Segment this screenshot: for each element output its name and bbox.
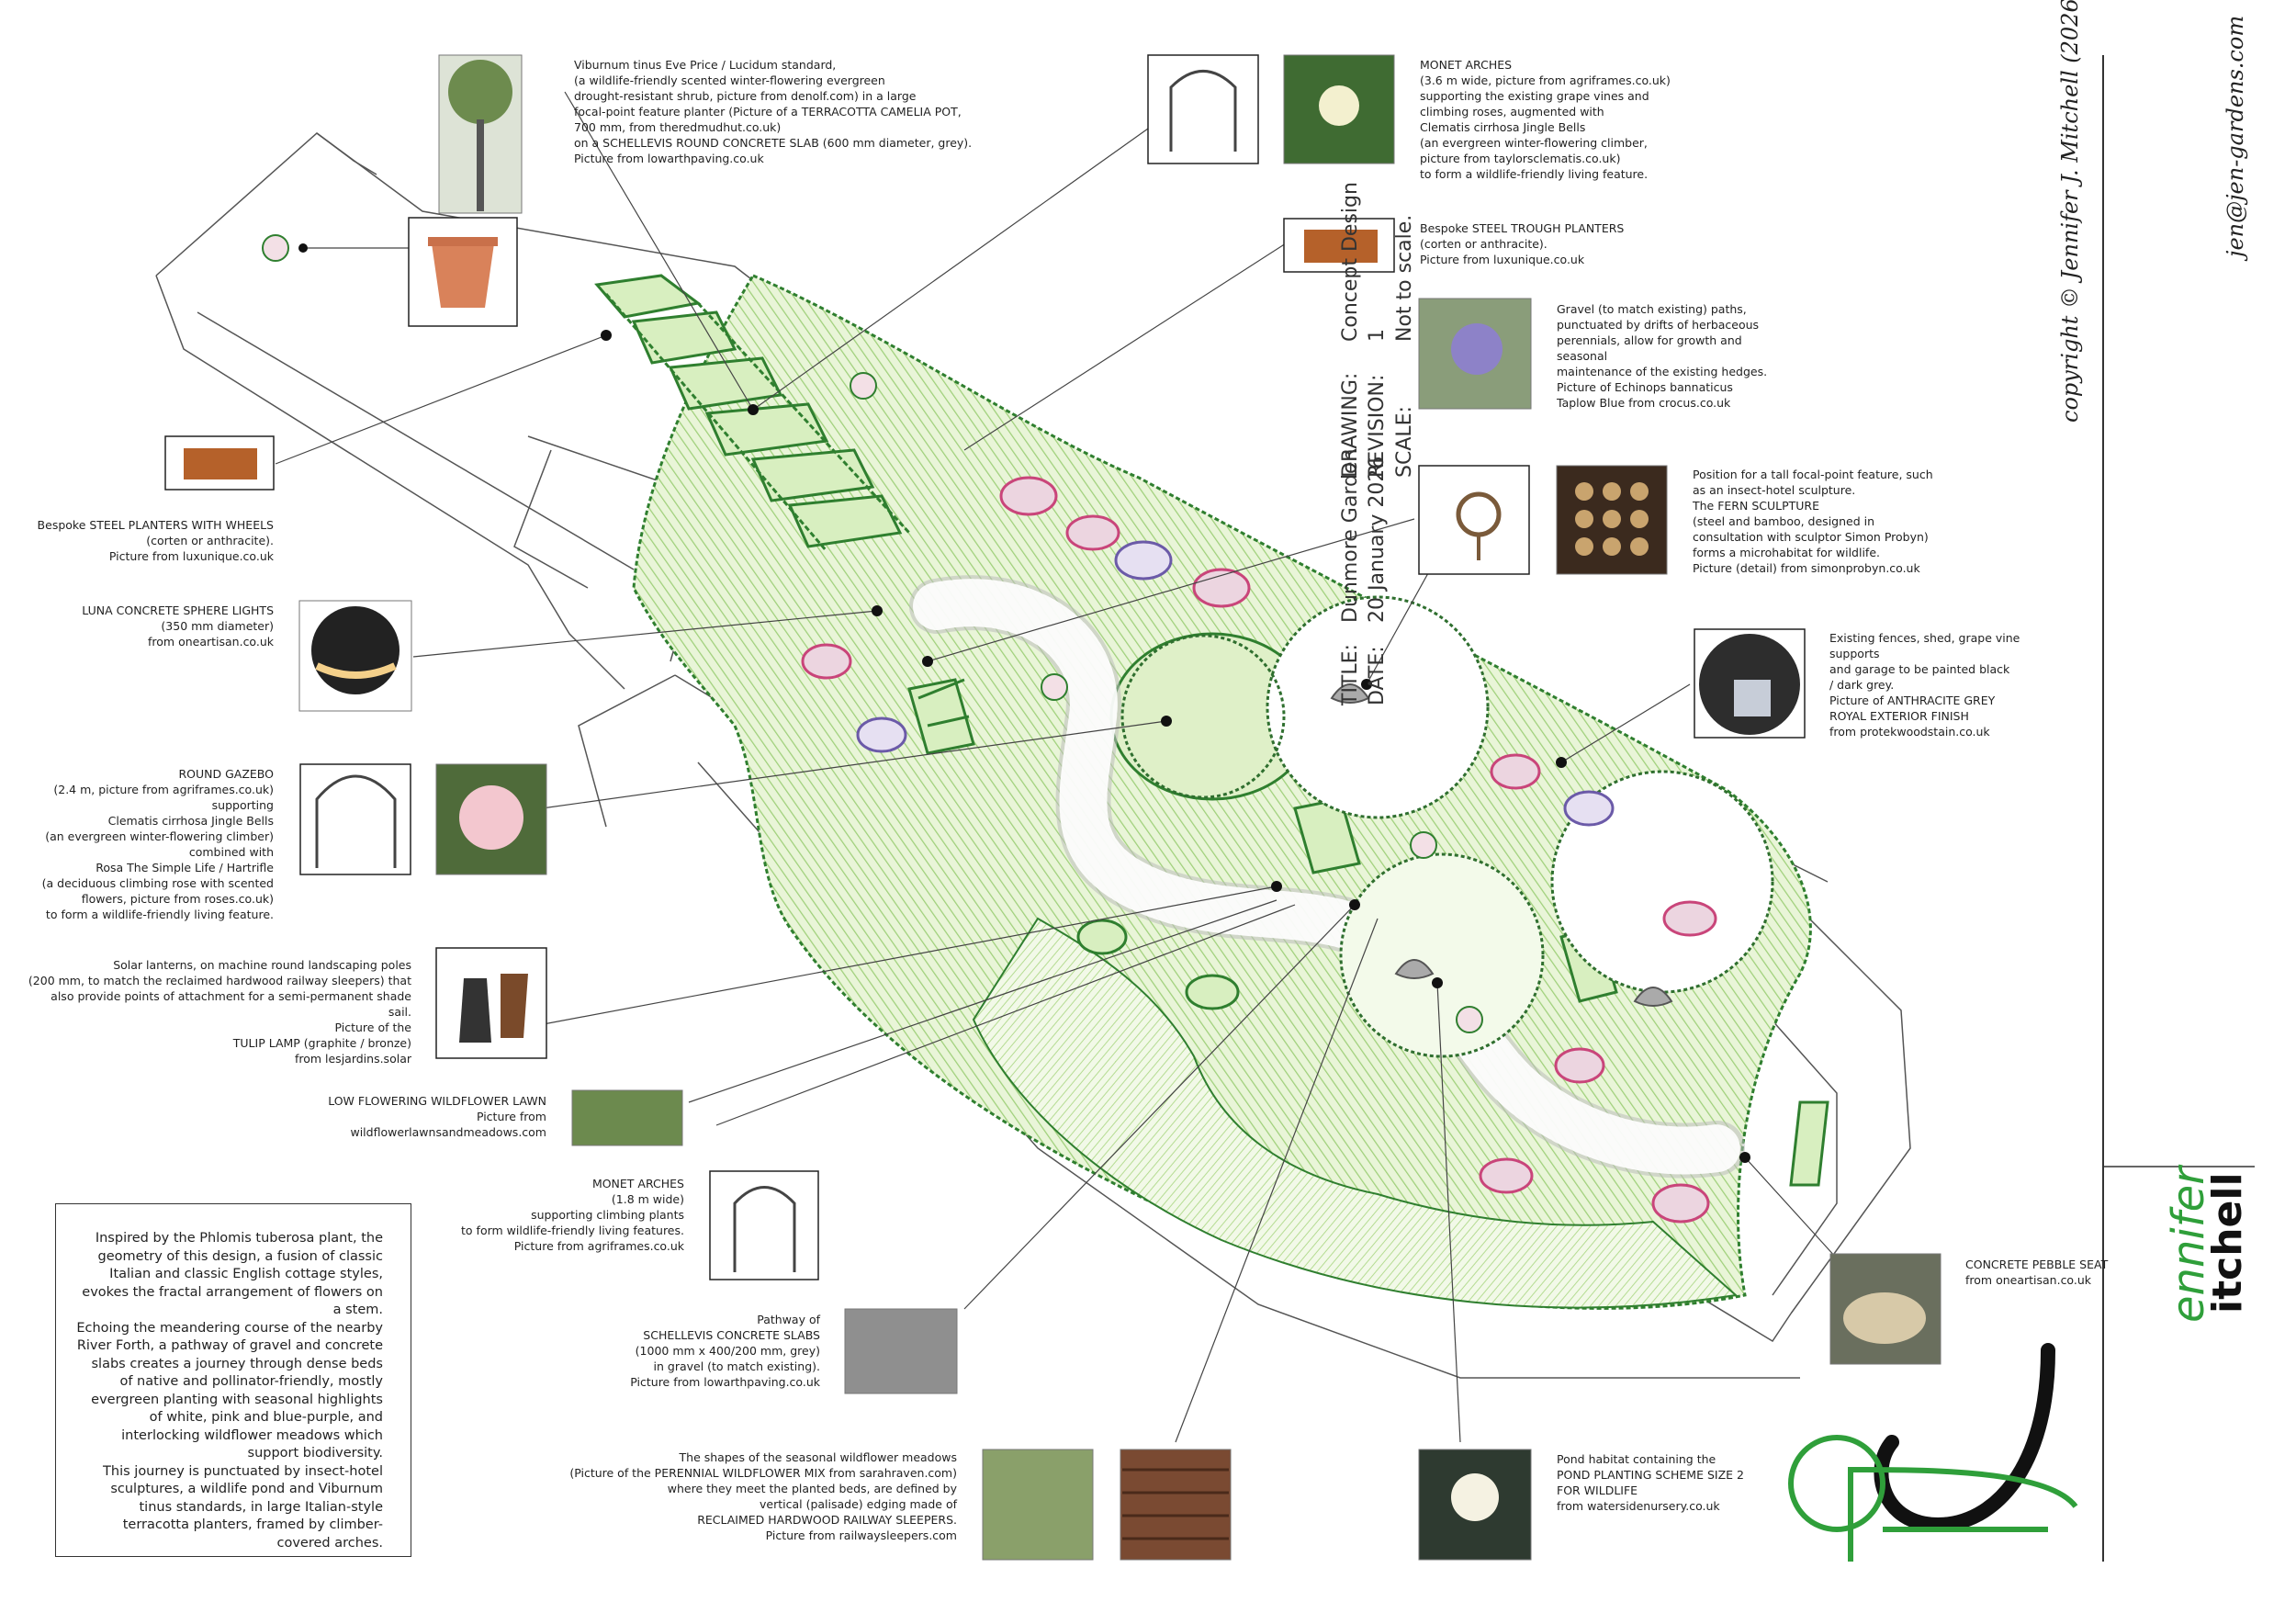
note-meadow: The shapes of the seasonal wildflower me… — [569, 1450, 957, 1542]
note-fern: Position for a tall focal-point feature,… — [1693, 468, 1933, 575]
title-label: TITLE: — [1339, 644, 1362, 705]
date-label: DATE: — [1366, 646, 1389, 705]
note-gravel: Gravel (to match existing) paths, punctu… — [1557, 302, 1768, 410]
note-pebble: CONCRETE PEBBLE SEAT from oneartisan.co.… — [1965, 1258, 2109, 1287]
note-lawn: LOW FLOWERING WILDFLOWER LAWN Picture fr… — [328, 1094, 546, 1139]
leader-dots — [298, 243, 1750, 1163]
note-pond: Pond habitat containing the POND PLANTIN… — [1557, 1452, 1744, 1513]
note-trough: Bespoke STEEL TROUGH PLANTERS (corten or… — [1420, 221, 1625, 266]
fern-sculpture-marks — [1330, 683, 1673, 1007]
note-monet-large: MONET ARCHES (3.6 m wide, picture from a… — [1420, 58, 1671, 181]
planter-marks — [262, 234, 1483, 1033]
copyright: copyright © Jennifer J. Mitchell (2026) — [2057, 0, 2083, 423]
scale-label: SCALE: — [1393, 406, 1416, 478]
drawing-value: Concept Design — [1339, 182, 1362, 342]
feature-circles — [1120, 595, 1774, 1058]
note-monet-small: MONET ARCHES (1.8 m wide) supporting cli… — [461, 1177, 684, 1253]
revision-value: 1 — [1366, 329, 1389, 342]
note-luna: LUNA CONCRETE SPHERE LIGHTS (350 mm diam… — [82, 603, 274, 649]
logo-mark — [1788, 1343, 2078, 1562]
email: jen@jen-gardens.com — [2223, 15, 2248, 257]
date-value: 20 January 2026 — [1366, 456, 1389, 623]
note-gazebo: ROUND GAZEBO (2.4 m, picture from agrifr… — [41, 767, 274, 921]
scale-value: Not to scale. — [1393, 214, 1416, 342]
logo-last-name: itchell — [2204, 1172, 2251, 1314]
note-solar: Solar lanterns, on machine round landsca… — [28, 958, 411, 1066]
title-block-lines — [2102, 55, 2255, 1562]
note-fences: Existing fences, shed, grape vine suppor… — [1829, 631, 2020, 739]
leader-lines — [275, 91, 1838, 1443]
design-intro: Inspired by the Phlomis tuberosa plant, … — [55, 1203, 411, 1557]
note-viburnum: Viburnum tinus Eve Price / Lucidum stand… — [574, 58, 973, 165]
wildflower-meadow — [972, 917, 1739, 1309]
note-wheels: Bespoke STEEL PLANTERS WITH WHEELS (cort… — [37, 518, 274, 563]
thumbnails — [164, 54, 1941, 1561]
title-value: Dunmore Garden — [1339, 448, 1362, 623]
shrub-blobs — [801, 476, 1717, 1224]
note-slabs: Pathway of SCHELLEVIS CONCRETE SLABS (10… — [630, 1313, 820, 1389]
